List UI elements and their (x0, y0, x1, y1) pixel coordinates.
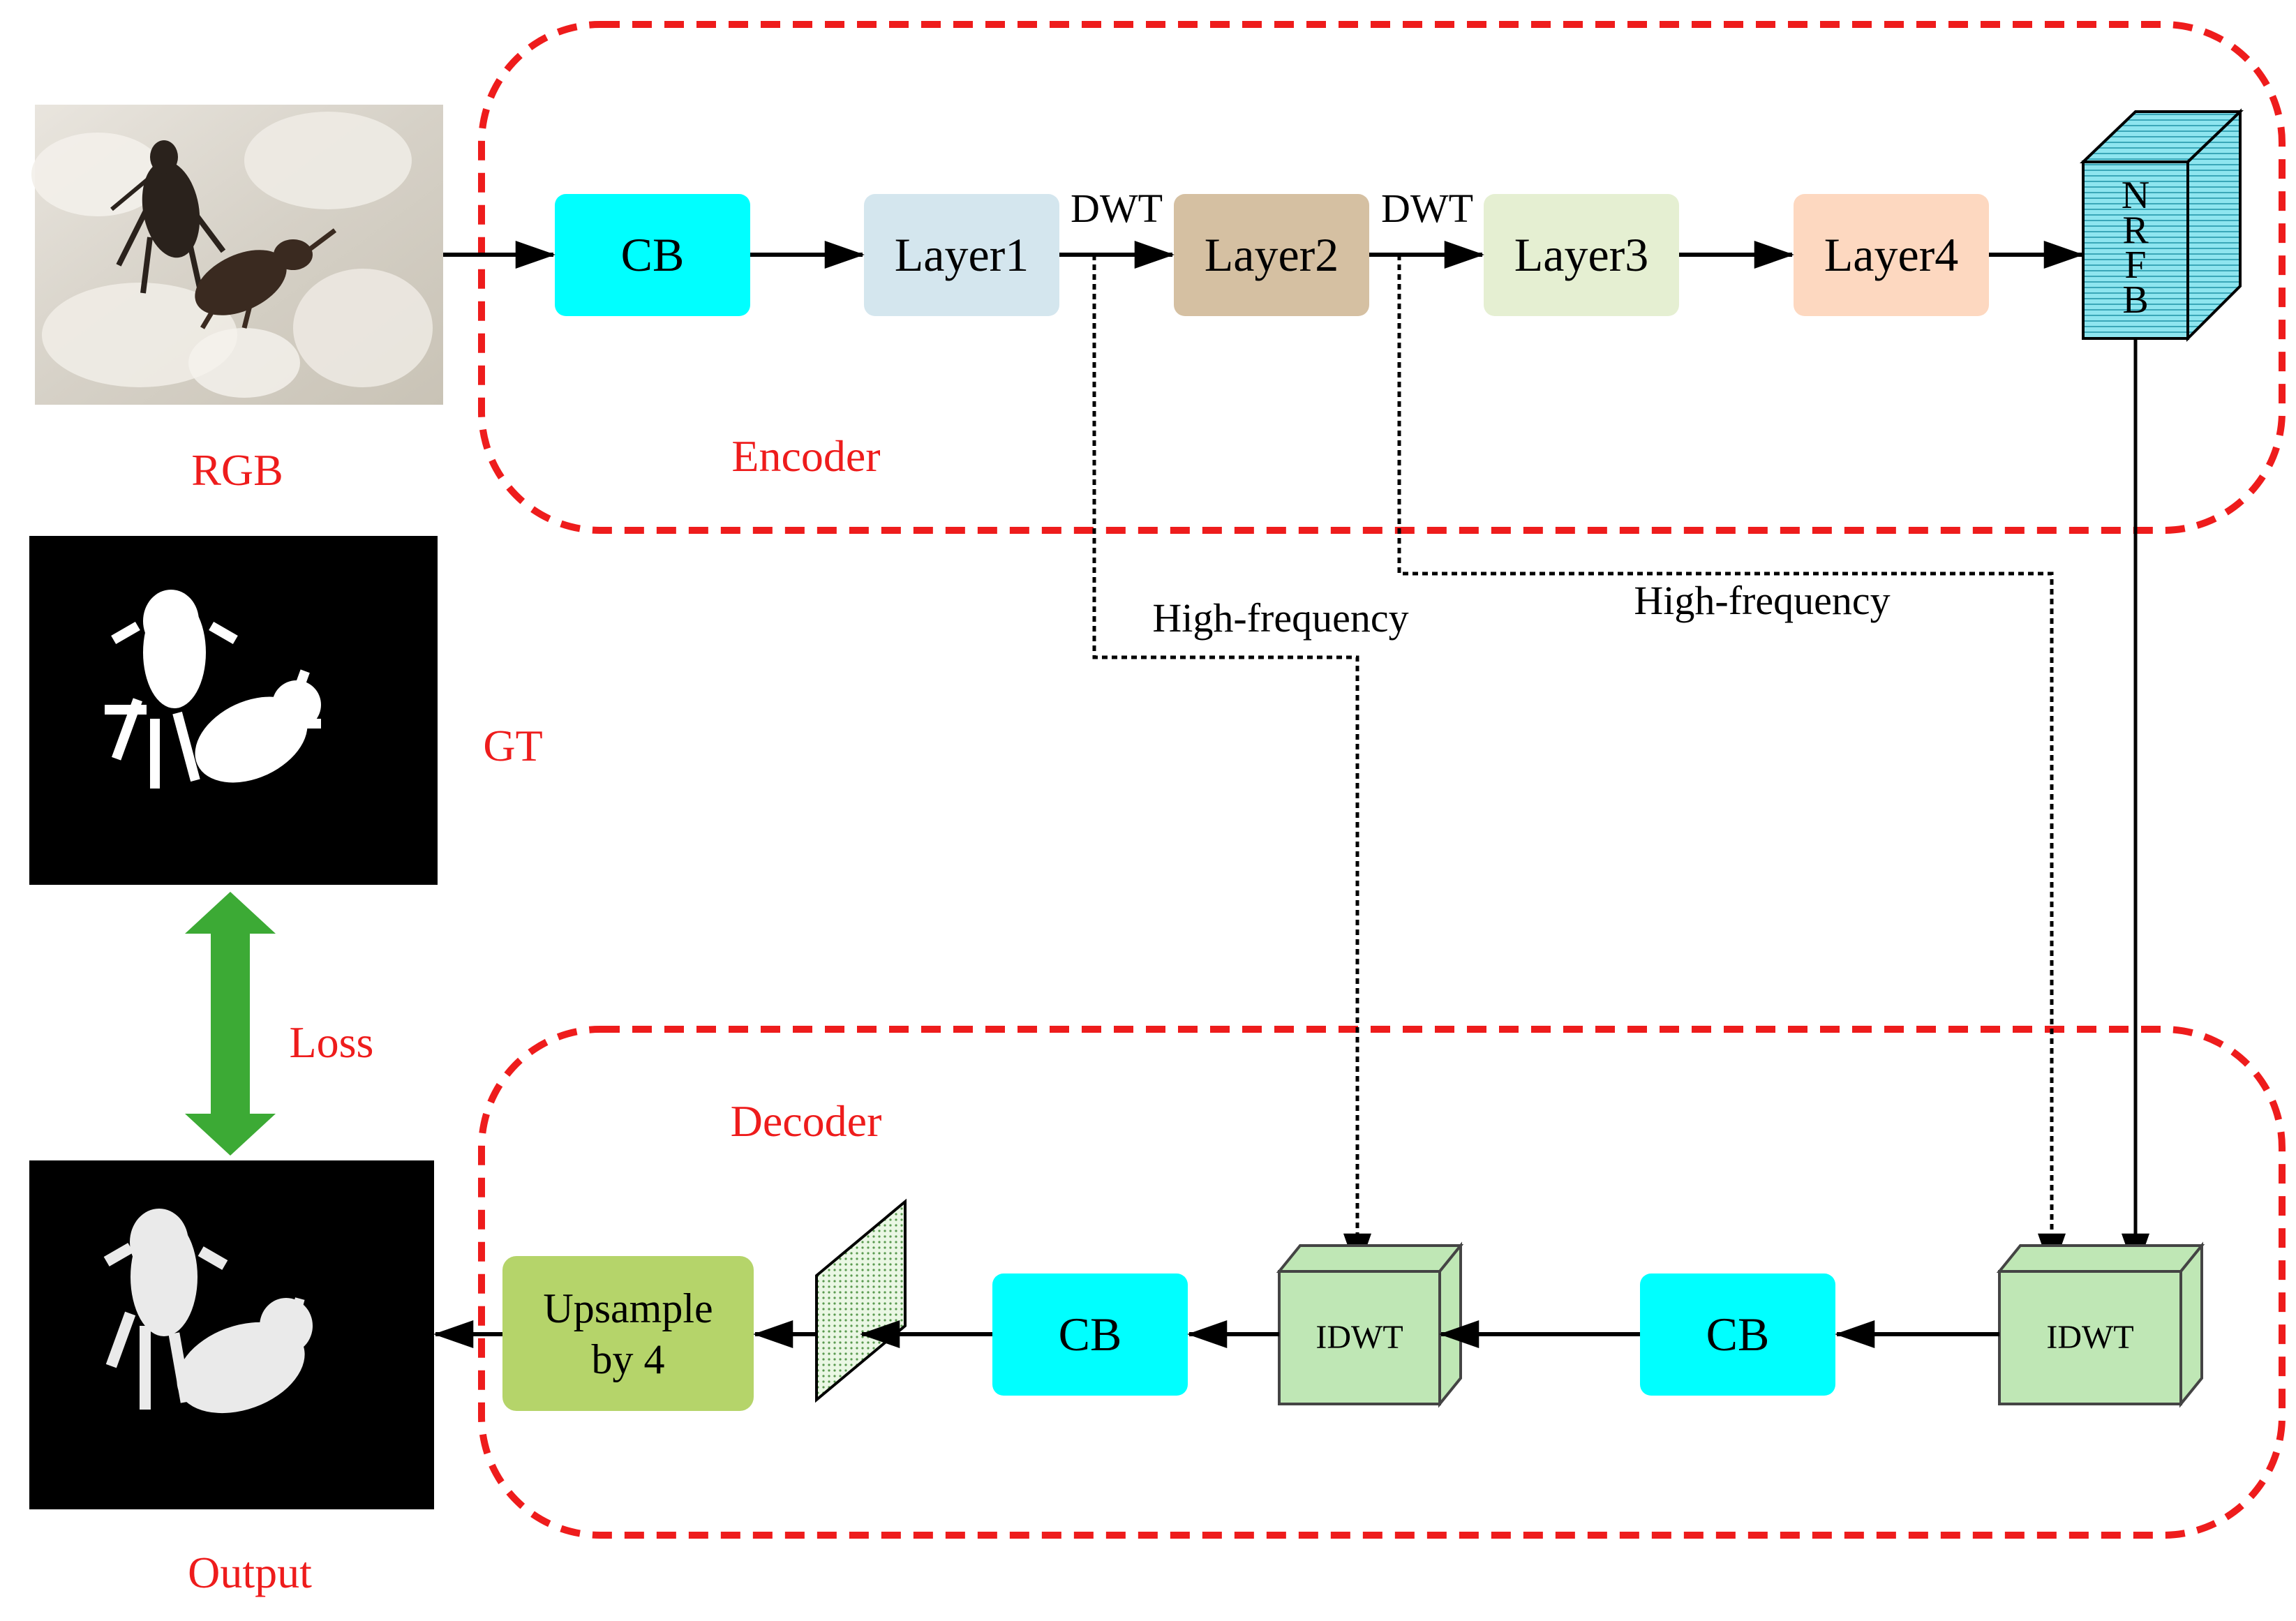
loss-arrow (185, 892, 276, 1156)
weevil-1 (110, 140, 226, 301)
nrfb-letter-b: B (2122, 278, 2148, 322)
layer4-block: Layer4 (1794, 194, 1989, 316)
decoder-cb-right-label: CB (1706, 1308, 1770, 1361)
encoder-label: Encoder (731, 431, 880, 481)
decoder-label: Decoder (731, 1096, 882, 1146)
encoder-cb-label: CB (621, 228, 685, 281)
loss-label: Loss (290, 1017, 374, 1067)
gt-mask-image (29, 536, 438, 885)
weevil-2 (195, 228, 337, 329)
output-mask-image (29, 1160, 434, 1509)
nrfb-letter-n: N (2122, 174, 2149, 217)
feature-map-plane (815, 1198, 907, 1403)
high-frequency-label-1: High-frequency (1152, 595, 1408, 641)
encoder-region (478, 21, 2286, 534)
upsample-block: Upsample by 4 (502, 1256, 754, 1411)
layer3-block: Layer3 (1484, 194, 1679, 316)
output-label: Output (188, 1548, 312, 1597)
layer2-label: Layer2 (1205, 228, 1339, 281)
upsample-label-line1: Upsample (543, 1285, 713, 1331)
layer2-block: Layer2 (1174, 194, 1369, 316)
nrfb-block: N R F B (2080, 108, 2244, 342)
decoder-cb-right-block: CB (1640, 1273, 1835, 1396)
layer1-block: Layer1 (864, 194, 1059, 316)
encoder-cb-block: CB (555, 194, 750, 316)
decoder-region (478, 1026, 2286, 1539)
nrfb-letter-f: F (2124, 244, 2146, 287)
idwt-left-block: IDWT (1276, 1241, 1464, 1408)
layer1-label: Layer1 (895, 228, 1029, 281)
decoder-cb-left-block: CB (992, 1273, 1188, 1396)
high-frequency-path-2 (1397, 255, 2066, 1273)
rgb-label: RGB (191, 445, 283, 495)
layer4-label: Layer4 (1824, 228, 1959, 281)
dwt-label-2: DWT (1381, 186, 1473, 231)
layer3-label: Layer3 (1514, 228, 1649, 281)
upsample-label-line2: by 4 (592, 1336, 665, 1382)
rgb-image (31, 105, 443, 405)
gt-label: GT (483, 721, 542, 770)
high-frequency-label-2: High-frequency (1634, 578, 1890, 623)
idwt-right-block: IDWT (1996, 1241, 2205, 1408)
idwt-left-label: IDWT (1315, 1319, 1403, 1356)
idwt-right-label: IDWT (2046, 1319, 2133, 1356)
high-frequency-path-1 (1092, 255, 1371, 1273)
decoder-cb-left-label: CB (1059, 1308, 1122, 1361)
nrfb-letter-r: R (2122, 209, 2149, 252)
dwt-label-1: DWT (1071, 186, 1163, 231)
